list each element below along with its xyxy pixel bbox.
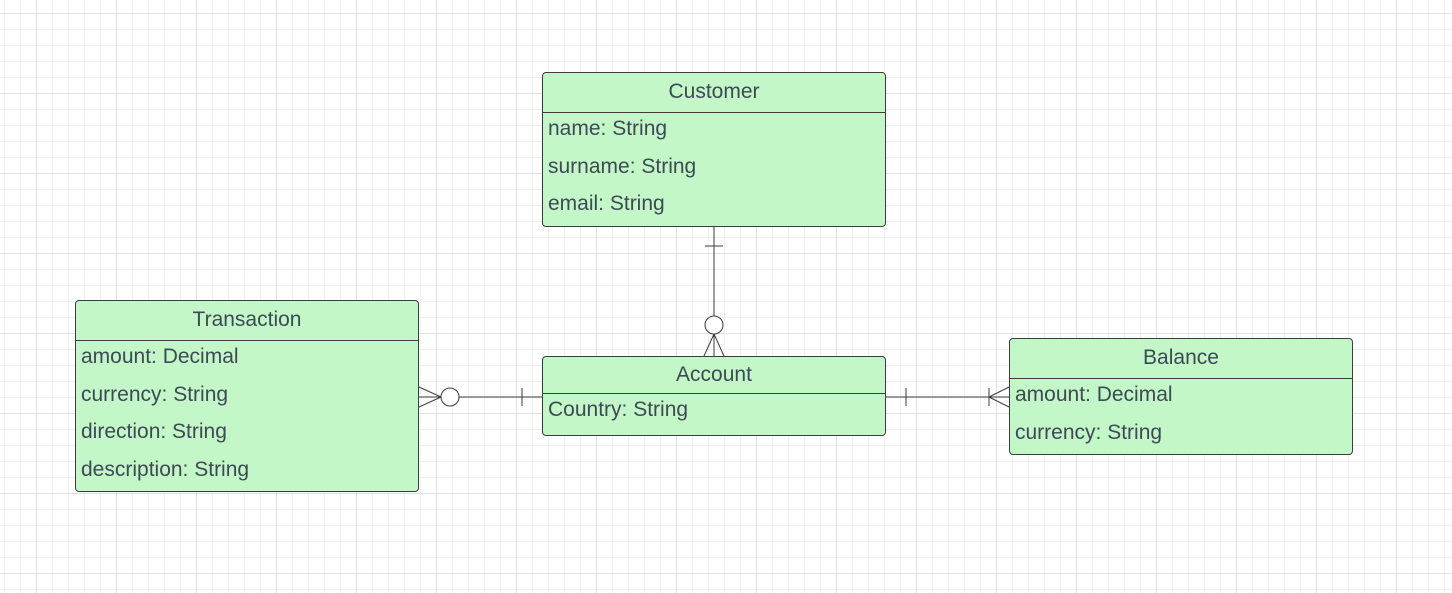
entity-attribute[interactable]: currency: String [1015,420,1163,444]
entity-title[interactable]: Balance [1010,339,1352,379]
entity-title[interactable]: Transaction [76,301,418,341]
entity-attribute[interactable]: direction: String [81,420,227,443]
entity-attribute[interactable]: amount: Decimal [81,345,239,368]
entity-balance[interactable]: Balance amount: Decimal currency: String [1009,338,1353,455]
entity-attribute[interactable]: surname: String [548,154,697,178]
relationship-account-transaction[interactable] [418,386,542,408]
crowfoot-marker [418,386,442,398]
entity-title[interactable]: Account [543,357,885,394]
crowfoot-marker [703,333,715,357]
crowfoot-marker [418,396,442,408]
entity-customer[interactable]: Customer name: String surname: String em… [542,72,886,227]
entity-attribute[interactable]: currency: String [81,382,229,406]
entity-account[interactable]: Account Country: String [542,356,886,436]
entity-attribute[interactable]: email: String [548,192,665,215]
entity-attribute[interactable]: name: String [548,117,668,140]
crowfoot-marker [713,333,725,357]
entity-attribute[interactable]: amount: Decimal [1015,383,1173,406]
crowfoot-marker [988,386,1010,398]
entity-attribute[interactable]: description: String [81,457,250,481]
entity-transaction[interactable]: Transaction amount: Decimal currency: St… [75,300,419,492]
crowfoot-marker [988,396,1010,408]
zero-marker [440,387,460,407]
relationship-customer-account[interactable] [703,227,725,357]
relationship-account-balance[interactable] [886,386,1010,408]
zero-marker [704,315,724,335]
entity-attribute[interactable]: Country: String [548,398,689,421]
entity-title[interactable]: Customer [543,73,885,113]
